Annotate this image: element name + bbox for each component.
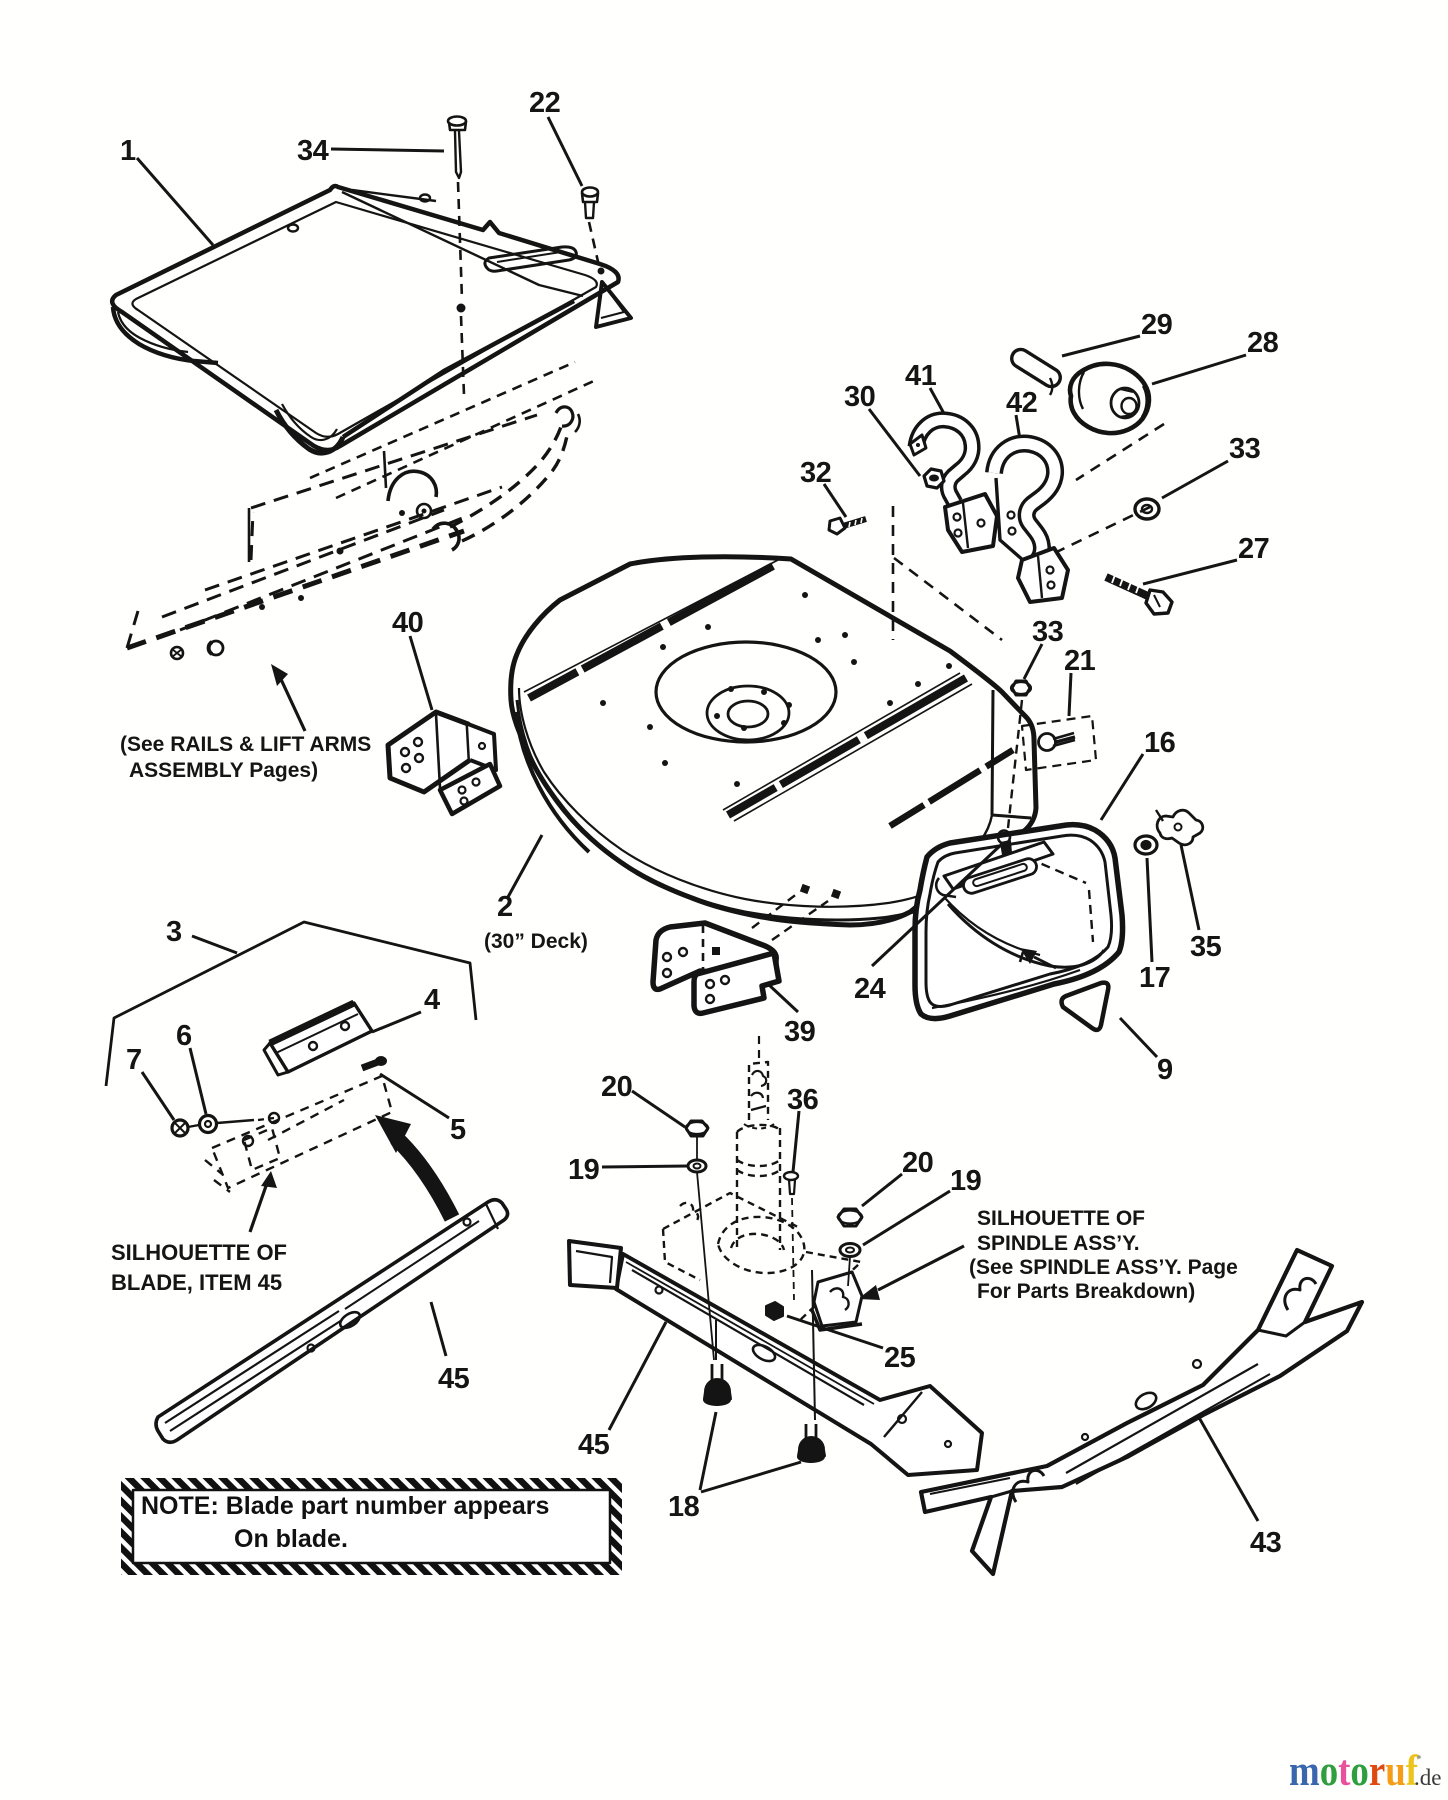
svg-text:18: 18 xyxy=(668,1491,700,1523)
svg-text:motoruf: motoruf xyxy=(1289,1748,1419,1795)
svg-text:19: 19 xyxy=(568,1154,600,1186)
svg-text:19: 19 xyxy=(950,1165,982,1197)
svg-text:25: 25 xyxy=(884,1342,916,1374)
svg-text:45: 45 xyxy=(438,1363,470,1395)
svg-text:4: 4 xyxy=(424,984,440,1016)
svg-text:(See RAILS & LIFT ARMS: (See RAILS & LIFT ARMS xyxy=(120,733,371,756)
svg-text:SPINDLE ASS’Y.: SPINDLE ASS’Y. xyxy=(977,1232,1140,1255)
svg-text:45: 45 xyxy=(578,1429,610,1461)
svg-text:36: 36 xyxy=(787,1084,819,1116)
svg-text:On blade.: On blade. xyxy=(234,1525,348,1553)
svg-text:.de: .de xyxy=(1414,1765,1441,1790)
svg-text:2: 2 xyxy=(497,891,513,923)
svg-text:28: 28 xyxy=(1247,327,1279,359)
svg-text:(30” Deck): (30” Deck) xyxy=(484,930,588,953)
svg-text:30: 30 xyxy=(844,381,875,413)
svg-text:7: 7 xyxy=(126,1044,142,1076)
svg-text:17: 17 xyxy=(1139,962,1170,994)
svg-text:24: 24 xyxy=(854,973,886,1005)
svg-text:39: 39 xyxy=(784,1016,816,1048)
svg-text:32: 32 xyxy=(800,457,831,489)
svg-text:For Parts Breakdown): For Parts Breakdown) xyxy=(977,1280,1195,1303)
svg-text:33: 33 xyxy=(1229,433,1261,465)
svg-text:1: 1 xyxy=(120,135,136,167)
svg-text:(See SPINDLE ASS’Y. Page: (See SPINDLE ASS’Y. Page xyxy=(969,1256,1238,1279)
svg-text:22: 22 xyxy=(529,87,560,119)
svg-text:NOTE: Blade part number appea: NOTE: Blade part number appears xyxy=(141,1492,549,1520)
svg-text:41: 41 xyxy=(905,360,937,392)
svg-text:27: 27 xyxy=(1238,533,1269,565)
svg-text:35: 35 xyxy=(1190,931,1222,963)
svg-text:ASSEMBLY Pages): ASSEMBLY Pages) xyxy=(129,759,318,782)
svg-text:16: 16 xyxy=(1144,727,1176,759)
svg-text:3: 3 xyxy=(166,916,182,948)
svg-text:20: 20 xyxy=(601,1071,632,1103)
svg-text:29: 29 xyxy=(1141,309,1173,341)
svg-text:40: 40 xyxy=(392,607,423,639)
svg-text:SILHOUETTE OF: SILHOUETTE OF xyxy=(977,1207,1145,1230)
svg-text:SILHOUETTE OF: SILHOUETTE OF xyxy=(111,1240,287,1265)
svg-text:6: 6 xyxy=(176,1020,192,1052)
svg-text:21: 21 xyxy=(1064,645,1096,677)
svg-text:34: 34 xyxy=(297,135,329,167)
svg-text:43: 43 xyxy=(1250,1527,1282,1559)
svg-text:9: 9 xyxy=(1157,1054,1173,1086)
svg-text:5: 5 xyxy=(450,1114,466,1146)
svg-text:BLADE, ITEM 45: BLADE, ITEM 45 xyxy=(111,1270,282,1295)
svg-text:42: 42 xyxy=(1006,387,1037,419)
svg-text:33: 33 xyxy=(1032,616,1064,648)
svg-text:20: 20 xyxy=(902,1147,933,1179)
